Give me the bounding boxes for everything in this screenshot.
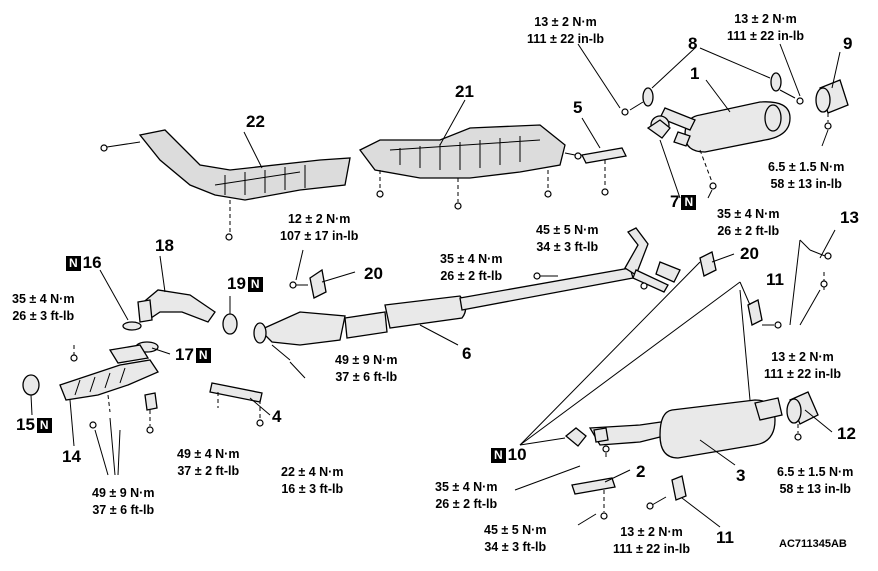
nut-tag-17: N [195, 348, 211, 364]
bracket-4 [209, 382, 264, 427]
rear-muffler-3 [588, 397, 783, 459]
nut-tag-10: N [491, 448, 506, 464]
hanger-20 [289, 251, 717, 299]
nut-tag-7: N [681, 195, 697, 211]
nut-tag-15: N [36, 418, 52, 434]
callout-11-top: 11 [766, 270, 784, 289]
callout-4: 4 [272, 407, 282, 426]
exhaust-manifold-14 [59, 344, 159, 434]
callout-6: 6 [462, 344, 472, 363]
ring-19 [222, 313, 238, 335]
callout-13: 13 [840, 208, 859, 227]
front-pipe-18 [137, 289, 216, 323]
hanger-11 [646, 249, 832, 510]
nut-tag-19: N [247, 277, 263, 293]
heat-shield-22 [100, 129, 351, 241]
tail-cap-12 [786, 391, 819, 441]
callout-2: 2 [636, 462, 646, 481]
nut-tag-16: N [66, 256, 81, 272]
main-muffler-1 [650, 101, 791, 190]
hanger-8 [621, 72, 804, 116]
center-pipe-6 [253, 227, 681, 346]
callout-22: 22 [246, 112, 265, 131]
callout-8: 8 [688, 34, 698, 53]
callout-20-right: 20 [740, 244, 759, 263]
callout-20-left: 20 [364, 264, 383, 283]
callout-11-bottom: 11 [716, 528, 734, 547]
bracket-5 [581, 147, 627, 196]
callout-21: 21 [455, 82, 474, 101]
gasket-15 [22, 374, 40, 396]
callout-18: 18 [155, 236, 174, 255]
heat-shield-21 [359, 124, 582, 210]
callout-3: 3 [736, 466, 746, 485]
callout-1: 1 [690, 64, 700, 83]
callout-12: 12 [837, 424, 856, 443]
callout-5: 5 [573, 98, 583, 117]
gasket-7 [646, 119, 671, 139]
figure-code: AC711345AB [779, 538, 847, 550]
bracket-2 [571, 445, 616, 520]
callout-14: 14 [62, 447, 81, 466]
gasket-16 [122, 321, 142, 331]
leader-lines [30, 43, 841, 528]
callout-9: 9 [843, 34, 853, 53]
gasket-10 [564, 427, 587, 447]
